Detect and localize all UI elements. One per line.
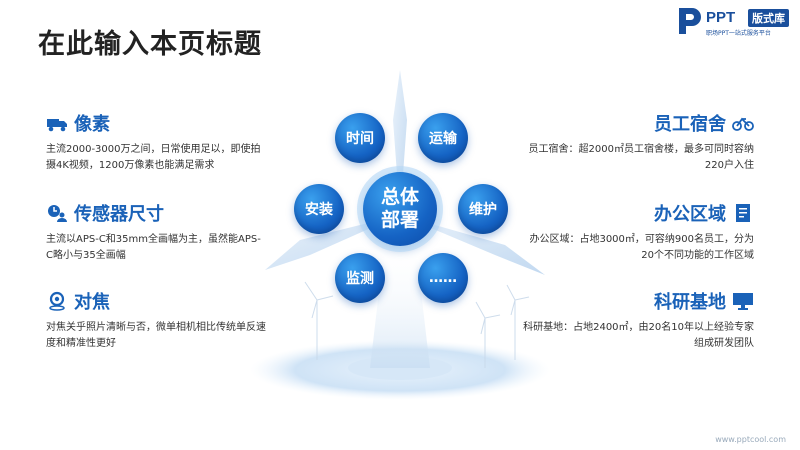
left-item-title: 传感器尺寸	[74, 204, 164, 225]
left-item-title: 对焦	[74, 292, 110, 313]
right-item-title: 员工宿舍	[654, 114, 726, 135]
bicycle-icon	[732, 117, 754, 131]
left-item-title: 像素	[74, 114, 110, 135]
location-pin-icon	[49, 291, 65, 311]
logo-badge: 版式库	[748, 9, 789, 27]
brand-logo: PPT 版式库 职场PPT一站式服务平台	[676, 6, 794, 40]
left-item-pixel: 像素 主流2000-3000万之间，日常使用足以，即使拍摄4K视频，1200万像…	[46, 110, 266, 174]
left-item-focus: 对焦 对焦关乎照片清晰与否，微单相机相比传统单反速度和精准性更好	[46, 288, 266, 352]
right-item-office: 办公区域 办公区域：占地3000㎡，可容纳900名员工，分为20个不同功能的工作…	[518, 200, 754, 264]
clock-user-icon	[48, 205, 67, 222]
right-item-title: 办公区域	[654, 204, 726, 225]
bubble-more: ……	[418, 253, 468, 303]
center-line-2: 部署	[380, 209, 419, 231]
logo-tagline: 职场PPT一站式服务平台	[706, 30, 771, 37]
right-item-dorm: 员工宿舍 员工宿舍：超2000㎡员工宿舍楼，最多可同时容纳220户入住	[518, 110, 754, 174]
bubble-time: 时间	[335, 113, 385, 163]
right-item-title: 科研基地	[654, 292, 726, 313]
page-title: 在此输入本页标题	[38, 29, 262, 60]
document-icon	[736, 204, 750, 222]
right-item-desc: 员工宿舍：超2000㎡员工宿舍楼，最多可同时容纳220户入住	[528, 144, 754, 171]
bubble-install: 安装	[294, 184, 344, 234]
left-item-desc: 对焦关乎照片清晰与否，微单相机相比传统单反速度和精准性更好	[46, 322, 266, 349]
logo-mark-icon	[679, 8, 701, 34]
logo-brand-text: PPT	[706, 9, 736, 26]
bubble-transport: 运输	[418, 113, 468, 163]
right-item-research: 科研基地 科研基地：占地2400㎡，由20名10年以上经验专家组成研发团队	[518, 288, 754, 352]
center-bubble: 总体 部署	[363, 172, 437, 246]
left-item-desc: 主流2000-3000万之间，日常使用足以，即使拍摄4K视频，1200万像素也能…	[46, 144, 261, 171]
monitor-icon	[733, 293, 753, 310]
right-item-desc: 科研基地：占地2400㎡，由20名10年以上经验专家组成研发团队	[523, 322, 754, 349]
left-item-desc: 主流以APS-C和35mm全画幅为主，虽然能APS-C略小与35全画幅	[46, 234, 261, 261]
center-line-1: 总体	[380, 186, 419, 208]
truck-icon	[47, 119, 67, 132]
right-item-desc: 办公区域：占地3000㎡，可容纳900名员工，分为20个不同功能的工作区域	[529, 234, 754, 261]
bubble-maintain: 维护	[458, 184, 508, 234]
bubble-monitor: 监测	[335, 253, 385, 303]
left-item-sensor: 传感器尺寸 主流以APS-C和35mm全画幅为主，虽然能APS-C略小与35全画…	[46, 200, 266, 264]
footer-url: www.pptcool.com	[715, 435, 786, 444]
